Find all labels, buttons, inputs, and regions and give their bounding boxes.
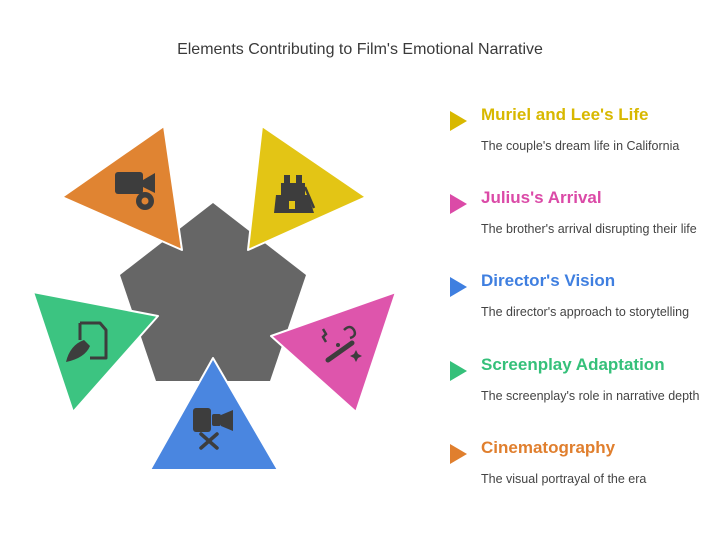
center-pentagon [120, 203, 306, 381]
legend-label: Muriel and Lee's Life [481, 105, 649, 124]
sandcastle-icon [274, 175, 316, 213]
triangle-marker-icon [450, 194, 467, 214]
triangle-marker-icon [450, 111, 467, 131]
video-camera-icon [115, 172, 155, 210]
diagram-title: Elements Contributing to Film's Emotiona… [177, 41, 543, 58]
pen-document-icon [66, 321, 108, 362]
legend-description: The brother's arrival disrupting their l… [481, 222, 697, 236]
legend-label: Cinematography [481, 438, 616, 457]
triangle-marker-icon [450, 277, 467, 297]
camera-off-icon [193, 408, 233, 450]
party-popper-icon [321, 325, 362, 363]
triangle-marker-icon [450, 444, 467, 464]
triangle-marker-icon [450, 361, 467, 381]
segment-directors-vision[interactable] [149, 357, 279, 471]
legend-label: Director's Vision [481, 271, 616, 290]
segment-screenplay-adaptation[interactable] [32, 291, 159, 413]
legend-label: Screenplay Adaptation [481, 355, 665, 374]
legend-description: The director's approach to storytelling [481, 305, 690, 319]
segment-muriel-and-lees-life[interactable] [247, 125, 367, 251]
legend-description: The screenplay's role in narrative depth [481, 389, 700, 403]
segment-juliuss-arrival[interactable] [270, 291, 397, 413]
legend-label: Julius's Arrival [481, 188, 602, 207]
segment-cinematography[interactable] [61, 125, 183, 251]
legend-description: The visual portrayal of the era [481, 472, 647, 486]
legend-description: The couple's dream life in California [481, 139, 680, 153]
